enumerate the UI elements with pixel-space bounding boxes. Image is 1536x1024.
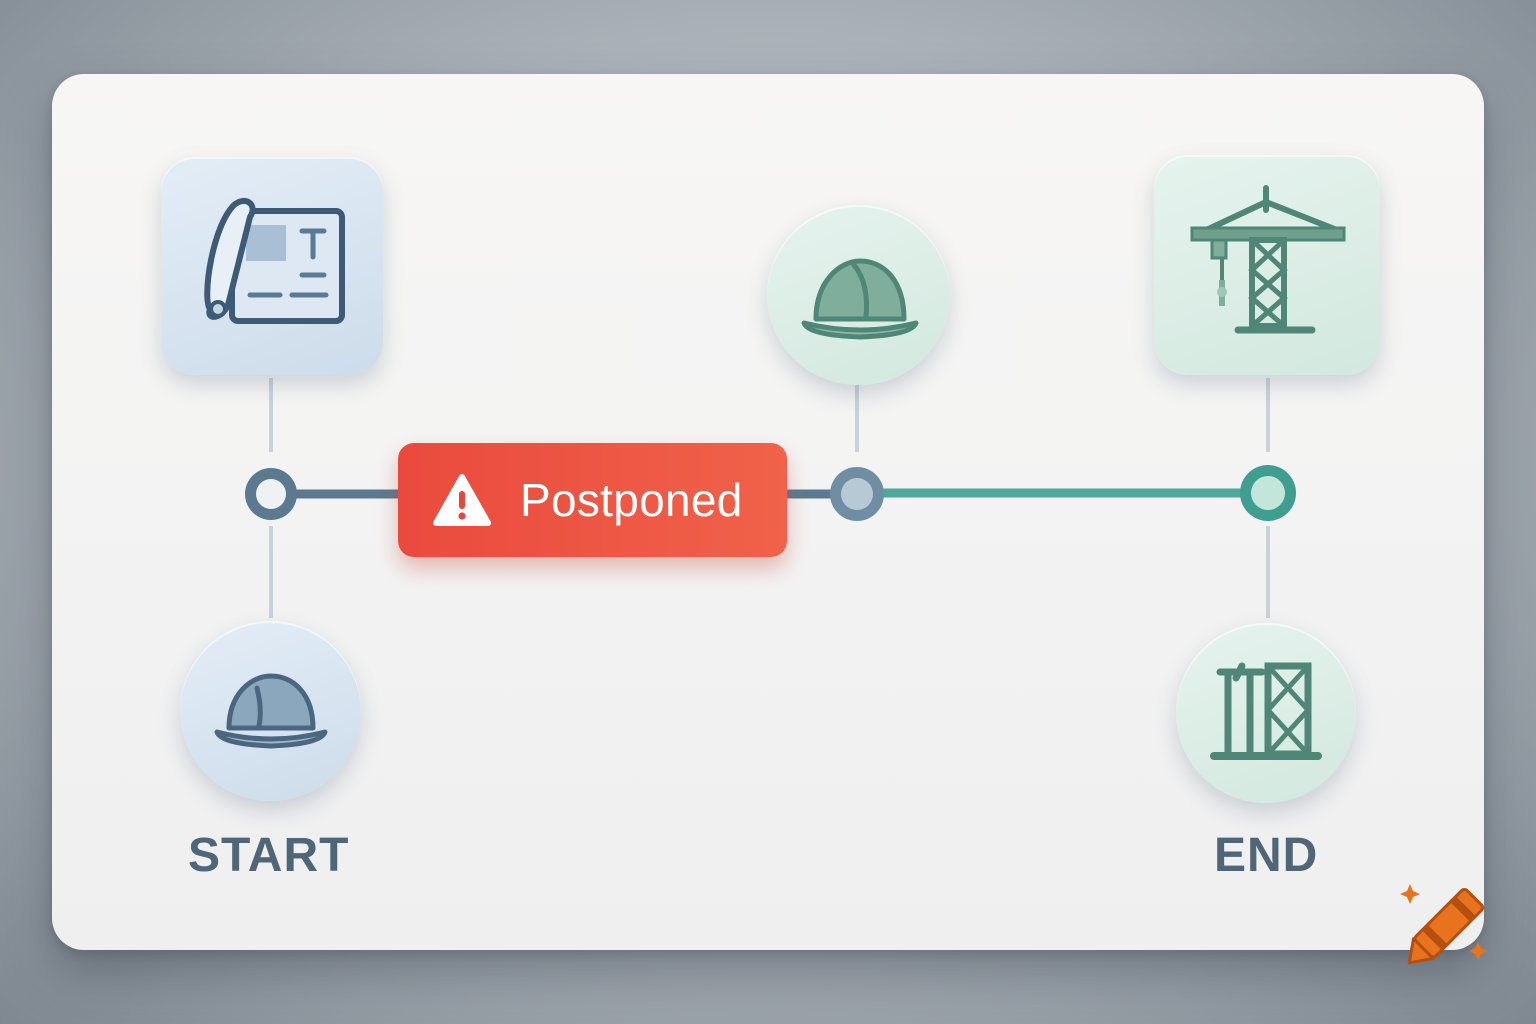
start-label: START (188, 829, 350, 882)
milestone-dot-start (245, 468, 297, 520)
milestone-node-construction[interactable] (1154, 155, 1380, 375)
milestone-node-end[interactable] (1176, 623, 1356, 803)
scaffold-icon (1210, 662, 1322, 760)
status-badge-postponed[interactable]: Postponed (398, 443, 787, 557)
milestone-node-site-prep[interactable] (767, 205, 950, 385)
warning-icon (433, 474, 491, 526)
hard-hat-icon (214, 673, 327, 749)
blueprint-icon (204, 197, 345, 324)
milestone-dot-end (1240, 465, 1296, 521)
hard-hat-icon (801, 258, 918, 340)
end-label: END (1214, 829, 1319, 882)
milestone-node-plans[interactable] (161, 157, 383, 375)
status-label: Postponed (520, 474, 743, 526)
tower-crane-icon (1190, 185, 1346, 334)
crayon-logo-icon (1400, 884, 1487, 965)
milestone-node-start[interactable] (180, 621, 361, 801)
milestone-dot-middle (830, 467, 884, 521)
